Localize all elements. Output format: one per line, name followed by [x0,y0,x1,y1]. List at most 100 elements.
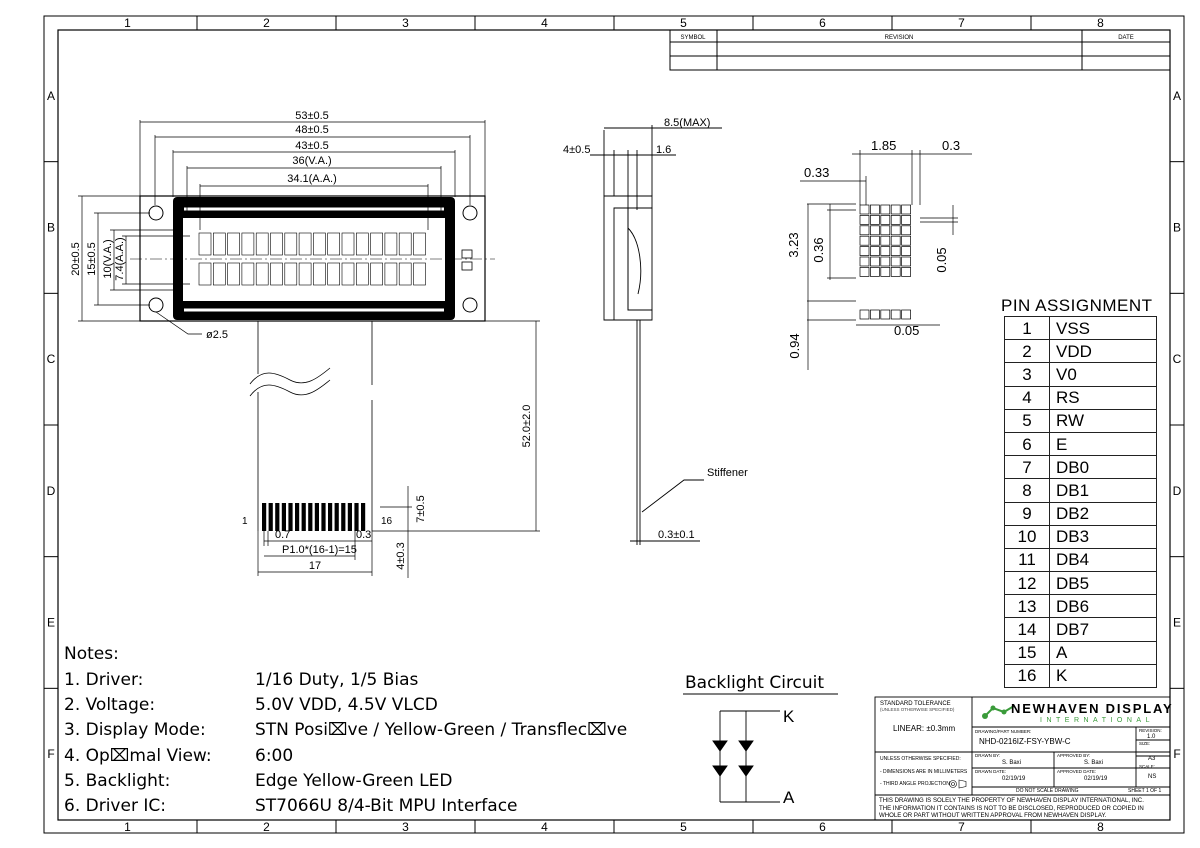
char-dot [901,235,911,246]
stiffener-label: Stiffener [707,467,748,479]
revision-symbol-header: SYMBOL [680,35,706,41]
grid-col-label-bottom: 8 [1097,820,1104,834]
dim-10: 10(V.A.) [102,239,114,278]
character-cell [370,262,383,286]
flex-pad [314,503,319,531]
side-view [590,125,722,545]
hole-diameter: ø2.5 [206,329,228,341]
approved-by: S. Baxi [1084,760,1104,766]
dim-0-3-side: 0.3±0.1 [658,529,695,541]
flex-pin-first: 1 [242,516,248,527]
char-dot [859,256,870,267]
company-subname: INTERNATIONAL [1040,717,1154,724]
char-dot [880,204,891,215]
pin-number: 15 [1004,640,1050,665]
grid-col-label-top: 6 [819,16,826,30]
lcd-window [183,218,445,301]
flex-cable [249,321,373,531]
drawn-by: S. Baxi [1002,760,1022,766]
character-cell [284,232,298,256]
grid-col-label-bottom: 4 [541,820,548,834]
backlight-a-label: A [783,788,795,807]
dim-36: 36(V.A.) [292,155,331,167]
size-label: SIZE: [1139,741,1151,746]
char-dot [901,256,911,267]
grid-row-label-left: D [47,484,56,498]
pin-signal: E [1049,431,1157,457]
third-angle-projection: - THIRD ANGLE PROJECTION [880,781,950,787]
grid-col-label-bottom: 5 [680,820,687,834]
note-value: 6:00 [255,745,294,766]
dim-52: 52.0±2.0 [521,405,533,448]
grid-col-label-bottom: 6 [819,820,826,834]
grid-col-label-top: 7 [958,16,965,30]
dim-0-36: 0.36 [811,237,826,262]
pin-number: 3 [1004,362,1050,387]
char-dot [859,235,870,246]
flex-pad [354,503,359,531]
grid-col-label-top: 8 [1097,16,1104,30]
part-number-label: DRAWING/PART NUMBER: [975,729,1032,734]
dim-17: 17 [309,560,321,572]
character-cell [213,262,226,286]
approved-date: 02/19/19 [1084,776,1108,782]
char-dot [870,215,880,225]
char-dot [859,225,870,236]
note-value: 5.0V VDD, 4.5V VLCD [255,695,438,716]
flex-pad [328,503,333,531]
dim-7: 7±0.5 [415,495,427,522]
char-dimension-lines [800,150,972,370]
character-cell [241,232,255,256]
char-dot [901,204,911,215]
pin-number: 7 [1004,455,1050,480]
character-cell [241,262,255,286]
pin-number: 14 [1004,617,1050,642]
pin-signal: DB2 [1049,501,1157,526]
character-cell [255,232,269,256]
flex-pad [262,503,267,531]
pin-signal: VDD [1049,339,1157,364]
pin-signal: V0 [1049,362,1157,387]
char-dot [880,225,891,236]
character-cell [227,262,240,286]
linear-tolerance: LINEAR: ±0.3mm [893,724,956,733]
char-dot [870,267,880,277]
char-dot [880,267,891,277]
dim-3-23: 3.23 [786,232,801,257]
flex-pad [281,503,286,531]
pin-signal: RS [1049,385,1157,410]
pin-number: 4 [1004,385,1050,410]
grid-row-label-left: C [47,352,56,366]
dim-4: 4±0.3 [395,542,407,569]
grid-row-label-right: D [1173,484,1182,498]
size-value: A3 [1148,756,1156,762]
char-dot [890,225,901,236]
character-cell [413,262,426,286]
dim-4-side: 4±0.5 [563,144,590,156]
flex-pad [347,503,352,531]
mounting-hole-tr [462,205,478,221]
dim-48: 48±0.5 [295,124,329,136]
grid-col-label-bottom: 1 [124,820,131,834]
projection-symbol-icon [949,779,967,789]
cursor-dot [890,309,901,320]
dim-7-4: 7.4(A.A.) [114,237,126,280]
character-cells [198,232,426,286]
flex-pad [301,503,306,531]
char-dot [901,267,911,277]
newhaven-logo [982,705,1015,719]
dim-0-05-horiz: 0.05 [894,323,919,338]
pin-signal: DB5 [1049,571,1157,596]
revision-header: REVISION [885,35,914,41]
disclaimer-line-1: THIS DRAWING IS SOLELY THE PROPERTY OF N… [879,797,1144,804]
char-dot [901,215,911,225]
